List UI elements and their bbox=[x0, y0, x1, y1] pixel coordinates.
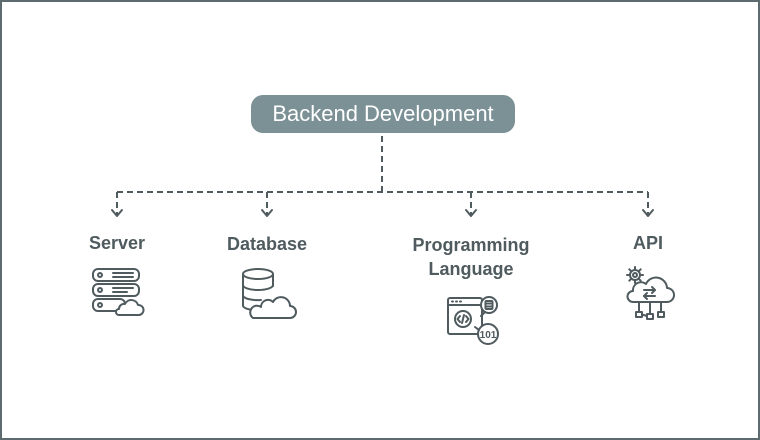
child-label-programming-language: Programming Language bbox=[391, 233, 551, 281]
child-label-api: API bbox=[632, 233, 663, 253]
child-label-programming-line2: Language bbox=[428, 259, 514, 279]
root-node-backend-development: Backend Development bbox=[251, 95, 515, 133]
arrow-head-database bbox=[261, 209, 273, 217]
server-cloud-icon bbox=[91, 266, 143, 318]
database-cloud-icon bbox=[240, 266, 296, 322]
child-label-server: Server bbox=[88, 233, 146, 253]
code-window-icon: 101 bbox=[446, 294, 500, 348]
child-label-programming-line1: Programming bbox=[412, 235, 530, 255]
arrow-head-server bbox=[111, 209, 123, 217]
child-label-database: Database bbox=[226, 234, 308, 254]
svg-text:101: 101 bbox=[480, 330, 497, 341]
arrow-head-api bbox=[642, 209, 654, 217]
arrow-head-programming-language bbox=[465, 209, 477, 217]
api-cloud-gear-icon bbox=[624, 266, 676, 320]
